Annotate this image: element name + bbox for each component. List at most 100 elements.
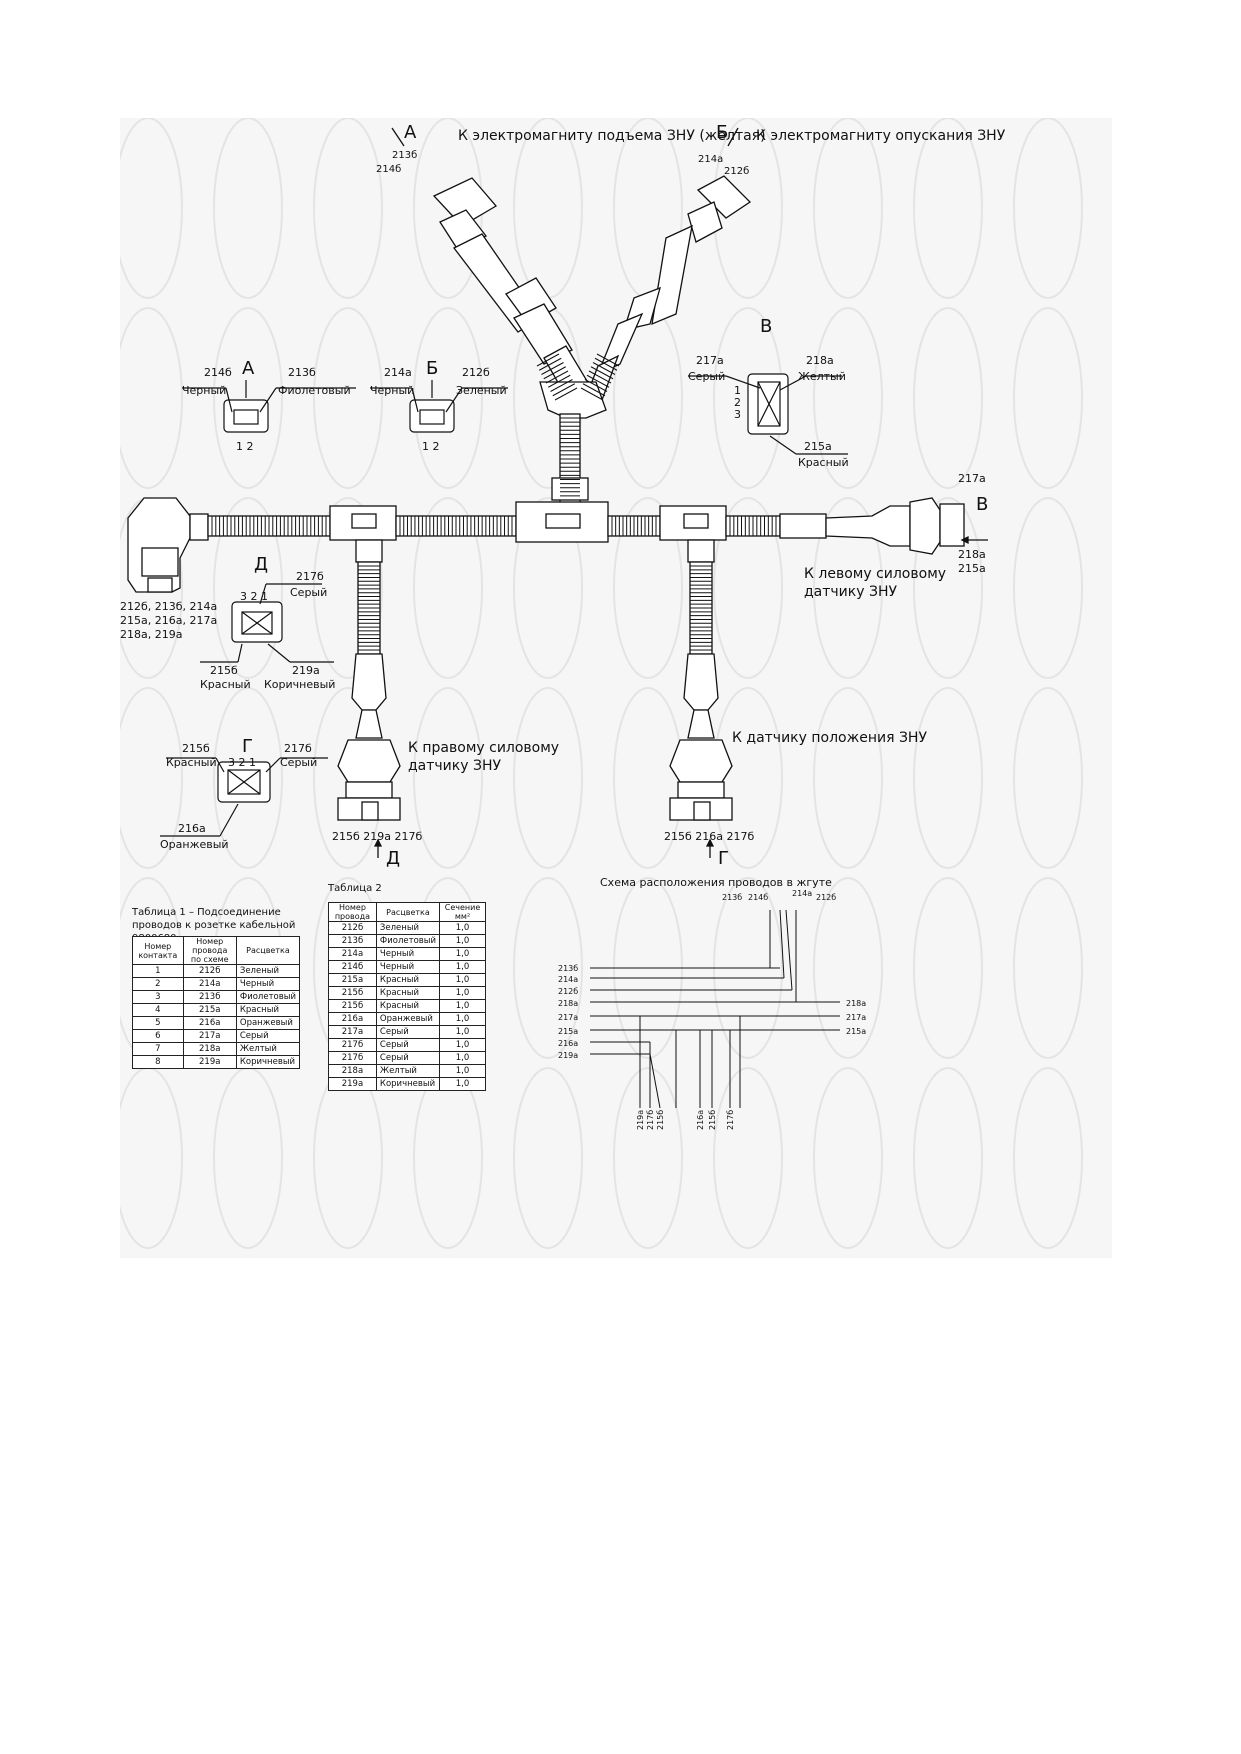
watermark-oval: [913, 687, 983, 869]
watermark-oval: [613, 497, 683, 679]
watermark-oval: [813, 307, 883, 489]
upper-corrugation: [536, 353, 620, 501]
scheme-left-label-4: 218а: [558, 999, 578, 1008]
left-sensor-wire-top: 217а: [958, 472, 986, 485]
scheme-left-label-5: 217а: [558, 1013, 578, 1022]
watermark-oval: [413, 687, 483, 869]
table2-cell: Серый: [375, 1038, 441, 1052]
left-sensor-wire-bottom-1: 218а: [958, 548, 986, 561]
table1-header-2: Номер провода по схеме: [182, 936, 237, 965]
table2-cell: 1,0: [439, 947, 486, 961]
table1-cell: Коричневый: [235, 1055, 301, 1069]
label-to-left-sensor-2: датчику ЗНУ: [804, 584, 897, 600]
table1-cell: 4: [132, 1003, 184, 1017]
arrow-a-letter: А: [404, 122, 417, 143]
view-g-connector: [160, 757, 328, 837]
watermark-oval: [913, 497, 983, 679]
table1-cell: Черный: [235, 977, 301, 991]
arrow-b-letter: Б: [716, 122, 728, 143]
watermark-oval: [213, 118, 283, 299]
table1-header-3: Расцветка: [235, 936, 301, 965]
view-b-letter: Б: [426, 358, 438, 379]
table2-cell: 214а: [328, 947, 377, 961]
scheme-bottom-label: 217б: [726, 1110, 735, 1130]
table2-cell: 217б: [328, 1038, 377, 1052]
scheme-left-label-3: 212б: [558, 987, 578, 996]
watermark-oval: [1013, 687, 1083, 869]
table2-cell: Черный: [375, 947, 441, 961]
table2-cell: 1,0: [439, 1064, 486, 1078]
view-v-b-color: Красный: [798, 456, 849, 469]
corrugation-rib: [539, 357, 562, 371]
view-g-tl-num: 215б: [182, 742, 210, 755]
table2-cell: 212б: [328, 921, 377, 935]
drawing-sheet: А Б 213б 214б 214а 212б К электромагниту…: [120, 118, 1112, 1258]
corrugation-rib: [592, 362, 616, 375]
view-a-right-color: Фиолетовый: [278, 384, 351, 397]
view-a-letter: А: [242, 358, 255, 379]
watermark-oval: [120, 1067, 183, 1249]
view-d-letter: Д: [254, 554, 268, 575]
arrow-d-letter: Д: [386, 848, 400, 869]
table2-title: Таблица 2: [328, 883, 382, 894]
scheme-top-label-1: 213б: [722, 893, 742, 902]
table2-cell: 1,0: [439, 921, 486, 935]
arrow-v-letter: В: [976, 494, 988, 515]
table2-cell: 214б: [328, 960, 377, 974]
scheme-right-label-1: 218а: [846, 999, 866, 1008]
view-a-right-num: 213б: [288, 366, 316, 379]
view-g-pins: 3 2 1: [228, 756, 256, 769]
table2-cell: 1,0: [439, 1051, 486, 1065]
watermark-oval: [813, 118, 883, 299]
table2-cell: 1,0: [439, 934, 486, 948]
scheme-bottom-label: 215б: [708, 1110, 717, 1130]
table1-cell: 8: [132, 1055, 184, 1069]
table1-cell: 214а: [182, 977, 237, 991]
scheme-left-label-8: 219а: [558, 1051, 578, 1060]
harness-drawing: А Б 213б 214б 214а 212б К электромагниту…: [120, 118, 1083, 1249]
corrugation-rib: [554, 387, 578, 401]
table2-cell: 219а: [328, 1077, 377, 1091]
table1-cell: 5: [132, 1016, 184, 1030]
main-corrugation: [211, 516, 777, 536]
view-a-left-num: 214б: [204, 366, 232, 379]
view-v-tr-color: Желтый: [798, 370, 846, 383]
view-a-left-color: Черный: [182, 384, 226, 397]
view-arrows: [373, 127, 988, 858]
left-drop-branch: [337, 539, 401, 821]
conn-b-wire-2: 212б: [724, 166, 749, 177]
drawing-labels: А Б 213б 214б 214а 212б К электромагниту…: [120, 122, 1006, 1130]
scheme-left-label-7: 216а: [558, 1039, 578, 1048]
watermark-oval: [313, 1067, 383, 1249]
view-g-tl-color: Красный: [166, 756, 217, 769]
view-b-connector: [370, 380, 508, 433]
table2-cell: Коричневый: [375, 1077, 441, 1091]
watermark-oval: [313, 497, 383, 679]
table2-header-3: Сечение мм²: [439, 902, 486, 922]
table2-cell: 1,0: [439, 973, 486, 987]
table2-cell: Желтый: [375, 1064, 441, 1078]
scheme-right-label-2: 217а: [846, 1013, 866, 1022]
table1-cell: 7: [132, 1042, 184, 1056]
watermark-oval: [213, 1067, 283, 1249]
table1-header-1: Номер контакта: [132, 936, 184, 965]
view-d-tr-num: 217б: [296, 570, 324, 583]
view-a-pins: 1 2: [236, 440, 254, 453]
table2-cell: Красный: [375, 999, 441, 1013]
watermark-oval: [513, 1067, 583, 1249]
watermark-oval: [313, 307, 383, 489]
table1-cell: 216а: [182, 1016, 237, 1030]
table2-cell: 215а: [328, 973, 377, 987]
watermark-oval: [813, 1067, 883, 1249]
